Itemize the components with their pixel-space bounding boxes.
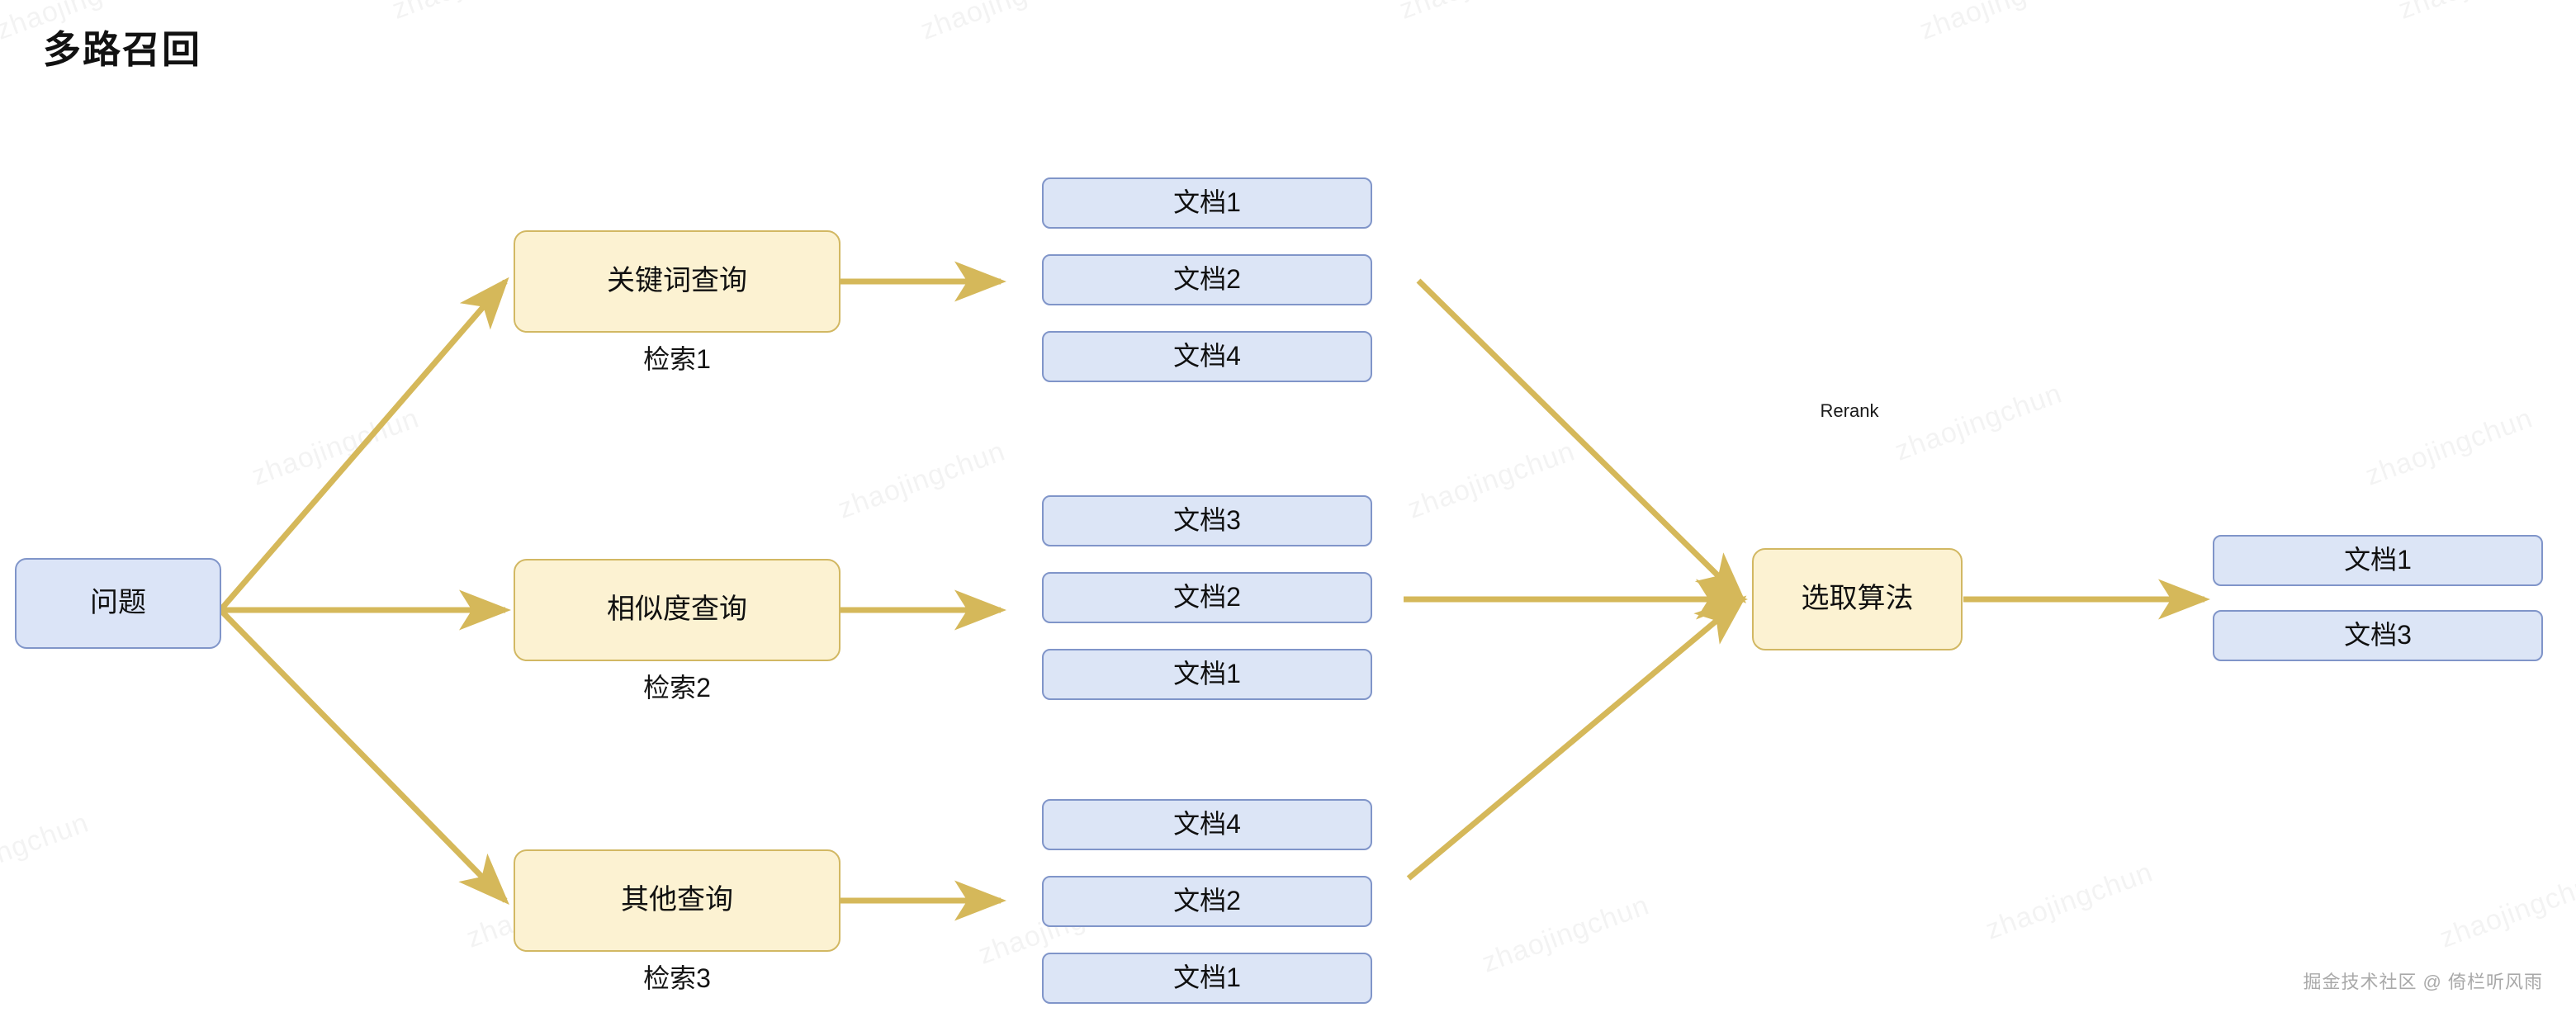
final-doc-box-label: 文档3 bbox=[2344, 620, 2412, 650]
doc-box[interactable]: 文档4 bbox=[1042, 331, 1372, 382]
caption-retriever-1: 检索1 bbox=[643, 344, 711, 374]
doc-box-label: 文档4 bbox=[1173, 341, 1241, 371]
doc-box-label: 文档2 bbox=[1173, 886, 1241, 916]
doc-box-label: 文档1 bbox=[1173, 659, 1241, 689]
edge-question-to-retrievers bbox=[218, 277, 511, 905]
final-doc-box-label: 文档1 bbox=[2344, 545, 2412, 575]
edge-docs-to-selector bbox=[1404, 278, 1748, 881]
node-selector-algorithm-label: 选取算法 bbox=[1801, 583, 1914, 615]
doc-box-label: 文档2 bbox=[1173, 264, 1241, 295]
doc-box[interactable]: 文档1 bbox=[1042, 649, 1372, 700]
doc-box-label: 文档1 bbox=[1173, 187, 1241, 218]
footer-credit: 掘金技术社区 @ 倚栏听风雨 bbox=[2303, 972, 2543, 992]
doc-box[interactable]: 文档2 bbox=[1042, 572, 1372, 623]
final-doc-box[interactable]: 文档1 bbox=[2213, 535, 2543, 586]
node-retriever-1-label: 关键词查询 bbox=[607, 265, 747, 297]
edge-retriever-to-docs bbox=[841, 261, 1006, 921]
doc-box[interactable]: 文档2 bbox=[1042, 254, 1372, 305]
node-retriever-2[interactable]: 相似度查询 bbox=[514, 559, 841, 661]
node-selector-algorithm[interactable]: 选取算法 bbox=[1752, 548, 1963, 650]
doc-box[interactable]: 文档1 bbox=[1042, 953, 1372, 1004]
node-retriever-3[interactable]: 其他查询 bbox=[514, 849, 841, 952]
doc-box-label: 文档3 bbox=[1173, 505, 1241, 536]
page-title: 多路召回 bbox=[43, 28, 201, 71]
node-question[interactable]: 问题 bbox=[15, 558, 221, 649]
doc-box-label: 文档4 bbox=[1173, 809, 1241, 840]
node-question-label: 问题 bbox=[90, 587, 146, 619]
caption-retriever-2: 检索2 bbox=[643, 673, 711, 702]
doc-box-label: 文档1 bbox=[1173, 963, 1241, 993]
final-doc-box[interactable]: 文档3 bbox=[2213, 610, 2543, 661]
node-retriever-3-label: 其他查询 bbox=[621, 884, 733, 916]
doc-box[interactable]: 文档4 bbox=[1042, 799, 1372, 850]
rerank-label: Rerank bbox=[1820, 400, 1879, 421]
doc-box[interactable]: 文档2 bbox=[1042, 876, 1372, 927]
doc-box[interactable]: 文档3 bbox=[1042, 495, 1372, 546]
doc-box-label: 文档2 bbox=[1173, 582, 1241, 613]
node-retriever-2-label: 相似度查询 bbox=[607, 594, 747, 626]
caption-retriever-3: 检索3 bbox=[643, 963, 711, 993]
doc-box[interactable]: 文档1 bbox=[1042, 177, 1372, 229]
node-retriever-1[interactable]: 关键词查询 bbox=[514, 230, 841, 333]
